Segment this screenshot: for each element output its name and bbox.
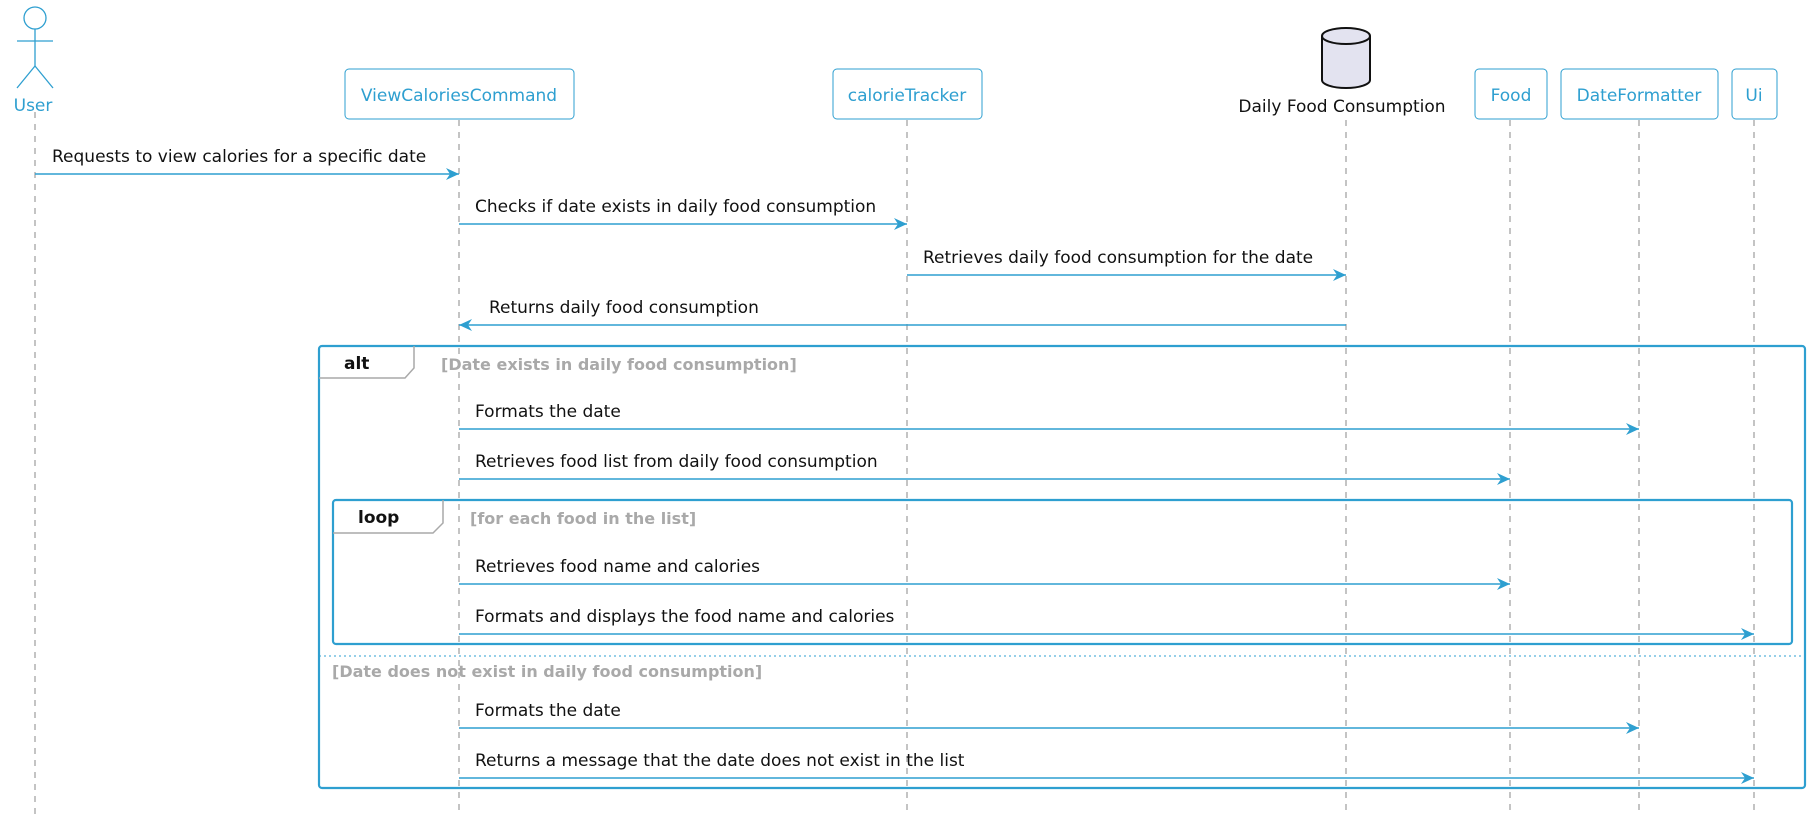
alt-keyword: alt bbox=[344, 354, 369, 374]
participant-label-food: Food bbox=[1491, 86, 1532, 106]
message: Retrieves food name and calories bbox=[459, 557, 1510, 590]
participant-box bbox=[344, 68, 575, 120]
participant-box bbox=[1474, 68, 1548, 120]
alt-frame bbox=[317, 344, 1807, 790]
message-label: Retrieves food name and calories bbox=[475, 557, 760, 577]
participant-label-dailyfoodconsumption: Daily Food Consumption bbox=[1238, 97, 1445, 117]
message-label: Returns daily food consumption bbox=[489, 298, 759, 318]
message-label: Checks if date exists in daily food cons… bbox=[475, 197, 876, 217]
participant-box bbox=[1731, 68, 1778, 120]
alt-fragment: alt [Date exists in daily food consumpti… bbox=[317, 344, 1807, 790]
message: Formats and displays the food name and c… bbox=[459, 607, 1754, 640]
loop-keyword: loop bbox=[358, 508, 399, 528]
participant-user: User bbox=[14, 6, 54, 116]
participant-label-dateformatter: DateFormatter bbox=[1577, 86, 1702, 106]
message-label: Requests to view calories for a specific… bbox=[52, 147, 426, 167]
participant-label-user: User bbox=[14, 96, 53, 116]
participant-box bbox=[832, 68, 983, 120]
participant-calorietracker: calorieTracker bbox=[832, 68, 983, 120]
loop-guard: [for each food in the list] bbox=[470, 509, 696, 528]
message-label: Formats and displays the food name and c… bbox=[475, 607, 895, 627]
alt-else-guard: [Date does not exist in daily food consu… bbox=[332, 662, 762, 681]
participant-dailyfoodconsumption: Daily Food Consumption bbox=[1238, 27, 1446, 117]
loop-fragment: loop [for each food in the list] bbox=[331, 498, 1794, 646]
message-label: Retrieves daily food consumption for the… bbox=[923, 248, 1313, 268]
message: Retrieves daily food consumption for the… bbox=[907, 248, 1346, 281]
participant-label-calorietracker: calorieTracker bbox=[848, 86, 966, 106]
participant-viewcaloriescommand: ViewCaloriesCommand bbox=[344, 68, 575, 120]
message: Returns daily food consumption bbox=[459, 298, 1346, 331]
participant-food: Food bbox=[1474, 68, 1548, 120]
participant-dateformatter: DateFormatter bbox=[1560, 68, 1719, 120]
participant-label-viewcaloriescommand: ViewCaloriesCommand bbox=[361, 86, 557, 106]
message: Returns a message that the date does not… bbox=[459, 751, 1754, 784]
message-label: Formats the date bbox=[475, 402, 621, 422]
message-label: Retrieves food list from daily food cons… bbox=[475, 452, 878, 472]
loop-frame bbox=[331, 498, 1794, 646]
message: Checks if date exists in daily food cons… bbox=[459, 197, 907, 230]
message-label: Formats the date bbox=[475, 701, 621, 721]
message: Requests to view calories for a specific… bbox=[35, 147, 459, 180]
message: Formats the date bbox=[459, 402, 1639, 435]
alt-keyword-tab bbox=[319, 346, 415, 379]
participant-label-ui: Ui bbox=[1745, 86, 1762, 106]
message: Formats the date bbox=[459, 701, 1639, 734]
loop-keyword-tab bbox=[333, 500, 444, 534]
message: Retrieves food list from daily food cons… bbox=[459, 452, 1510, 485]
participant-box bbox=[1560, 68, 1719, 120]
message-label: Returns a message that the date does not… bbox=[475, 751, 965, 771]
lifelines bbox=[34, 112, 1755, 814]
participant-ui: Ui bbox=[1731, 68, 1778, 120]
actor-icon bbox=[16, 6, 54, 89]
alt-guard: [Date exists in daily food consumption] bbox=[441, 355, 797, 374]
database-icon bbox=[1321, 27, 1371, 89]
